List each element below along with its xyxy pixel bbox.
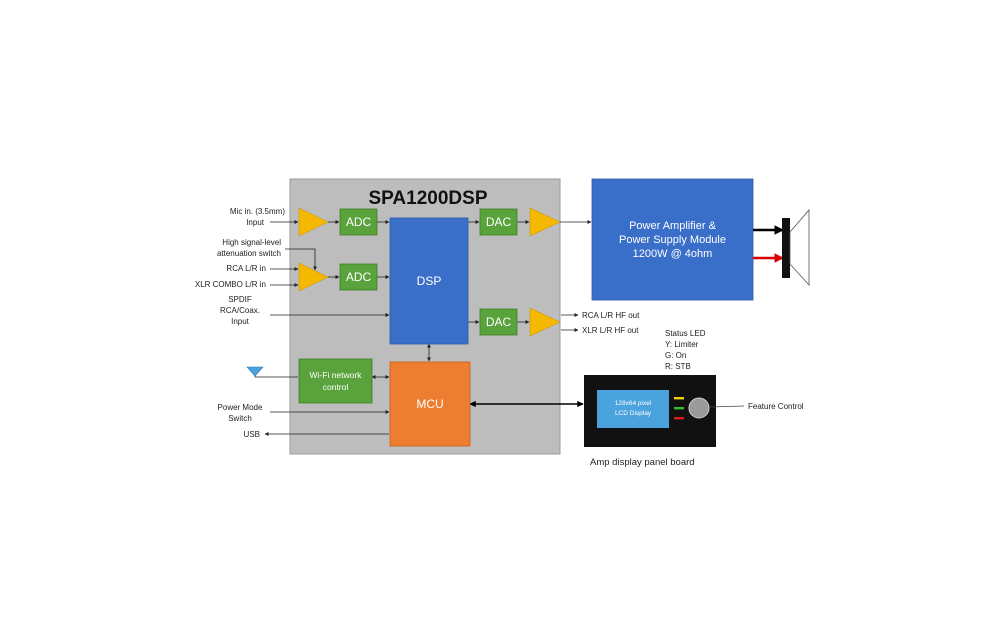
feature-control-pointer — [708, 405, 745, 408]
lcd-label-2: LCD Display — [615, 410, 652, 417]
status-led-red: R: STB — [665, 362, 691, 371]
led-green — [674, 407, 684, 410]
mic-input-label-2: Input — [246, 218, 265, 227]
power-mode-label-1: Power Mode — [218, 403, 263, 412]
adc-block-2 — [339, 263, 378, 291]
antenna-icon — [246, 366, 264, 377]
wifi-block-label-2: control — [323, 382, 349, 392]
xlr-in-label: XLR COMBO L/R in — [195, 280, 266, 289]
mcu-block-label: MCU — [416, 397, 443, 411]
wifi-block — [298, 358, 373, 404]
panel-caption: Amp display panel board — [590, 457, 695, 468]
dac-block-1 — [479, 208, 518, 236]
rca-in-label: RCA L/R in — [226, 264, 266, 273]
line-input-amp-triangle — [298, 262, 329, 292]
mic-input-label-1: Mic in. (3.5mm) — [230, 207, 285, 216]
output-amp-triangle-2 — [529, 307, 561, 337]
feature-control-knob — [688, 397, 710, 419]
adc-block-2-label: ADC — [346, 270, 372, 284]
dac-block-2 — [479, 308, 518, 336]
dac-block-1-label: DAC — [486, 215, 512, 229]
mcu-block — [389, 361, 471, 447]
spdif-label-3: Input — [231, 317, 250, 326]
lcd-display — [597, 390, 669, 428]
power-mode-label-2: Switch — [228, 414, 252, 423]
status-led-yellow: Y: Limiter — [665, 340, 699, 349]
xlr-hf-out-label: XLR L/R HF out — [582, 326, 639, 335]
power-amp-label-3: 1200W @ 4ohm — [633, 248, 713, 260]
dsp-block-label: DSP — [417, 274, 442, 288]
power-amp-label-1: Power Amplifier & — [629, 220, 716, 232]
output-amp-triangle-1 — [529, 207, 561, 237]
chassis-title: SPA1200DSP — [369, 188, 488, 209]
power-amp-block — [591, 178, 754, 301]
feature-control-label: Feature Control — [748, 402, 804, 411]
dac-block-2-label: DAC — [486, 315, 512, 329]
attenuation-switch-label-2: attenuation switch — [217, 249, 281, 258]
adc-block-1-label: ADC — [346, 215, 372, 229]
wifi-block-label-1: Wi-Fi network — [310, 370, 363, 380]
spdif-label-2: RCA/Coax. — [220, 306, 260, 315]
status-led-title: Status LED — [665, 329, 706, 338]
attenuation-switch-label-1: High signal-level — [222, 238, 281, 247]
lcd-label-1: 128x64 pixel — [615, 400, 652, 407]
status-led-green: G: On — [665, 351, 686, 360]
speaker-icon — [782, 208, 810, 287]
spdif-label-1: SPDIF — [228, 295, 252, 304]
led-yellow — [674, 397, 684, 400]
mic-preamp-triangle — [298, 207, 329, 237]
dsp-block — [389, 217, 469, 345]
usb-label: USB — [244, 430, 260, 439]
led-red — [674, 417, 684, 420]
rca-hf-out-label: RCA L/R HF out — [582, 311, 640, 320]
adc-block-1 — [339, 208, 378, 236]
power-amp-label-2: Power Supply Module — [619, 234, 726, 246]
